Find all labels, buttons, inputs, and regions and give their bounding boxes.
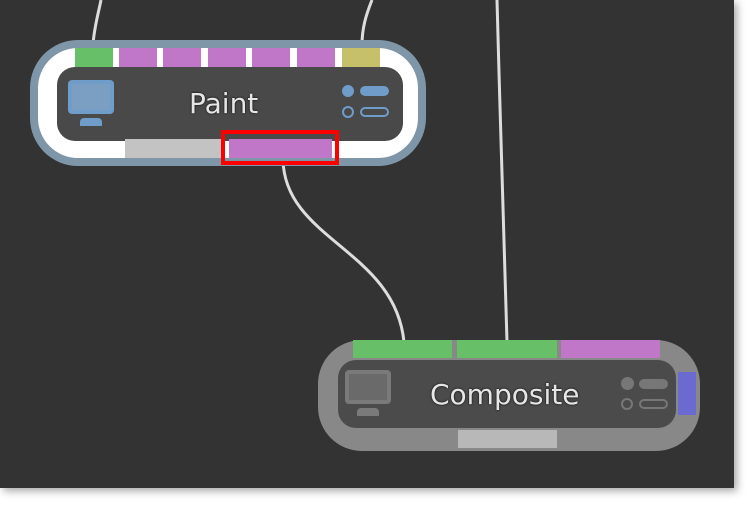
wire-paint-to-composite bbox=[281, 159, 406, 343]
paint-output-port-gray[interactable] bbox=[125, 139, 221, 158]
composite-input-port-purple[interactable] bbox=[561, 340, 660, 358]
paint-input-port-purple-1[interactable] bbox=[119, 48, 157, 67]
monitor-icon bbox=[68, 80, 114, 128]
monitor-icon bbox=[345, 370, 391, 418]
node-options-icon[interactable] bbox=[342, 85, 390, 121]
paint-input-port-purple-2[interactable] bbox=[163, 48, 201, 67]
wire-paint-input-1 bbox=[91, 0, 103, 46]
composite-output-port-gray[interactable] bbox=[458, 430, 557, 448]
composite-input-port-green-1[interactable] bbox=[353, 340, 452, 358]
paint-input-port-purple-3[interactable] bbox=[208, 48, 246, 67]
paint-output-port-purple[interactable] bbox=[229, 139, 332, 158]
node-graph-canvas[interactable]: Paint Composite bbox=[0, 0, 734, 488]
paint-input-port-purple-5[interactable] bbox=[297, 48, 335, 67]
wire-paint-input-2 bbox=[360, 0, 374, 46]
paint-input-port-green[interactable] bbox=[75, 48, 113, 67]
paint-input-port-purple-4[interactable] bbox=[252, 48, 290, 67]
highlight-box bbox=[221, 130, 339, 165]
composite-node-title: Composite bbox=[430, 378, 580, 411]
composite-input-port-green-2[interactable] bbox=[457, 340, 557, 358]
wire-composite-input-2 bbox=[495, 0, 509, 343]
node-options-icon[interactable] bbox=[621, 377, 669, 413]
paint-input-port-yellow[interactable] bbox=[342, 48, 380, 67]
paint-node-title: Paint bbox=[189, 87, 259, 120]
composite-side-port-blue[interactable] bbox=[678, 372, 696, 415]
